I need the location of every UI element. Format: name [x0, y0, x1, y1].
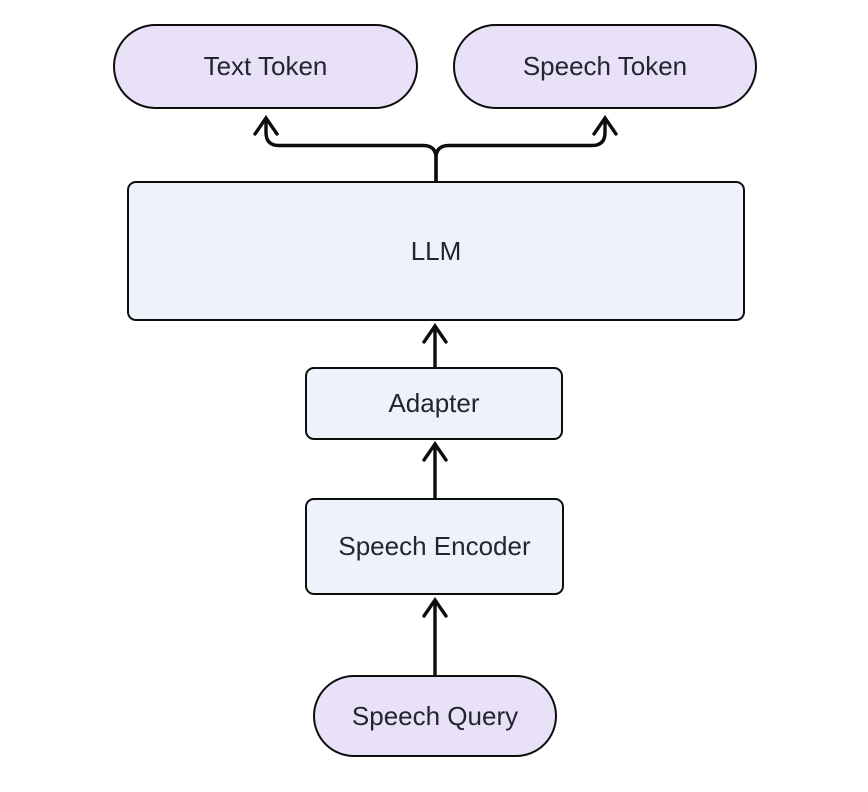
node-speech-token-label: Speech Token: [522, 51, 688, 81]
node-speech-token: Speech Token: [453, 24, 757, 109]
node-speech-query: Speech Query: [313, 675, 557, 757]
node-speech-encoder-label: Speech Encoder: [338, 531, 531, 561]
node-adapter: Adapter: [305, 367, 563, 440]
node-adapter-label: Adapter: [388, 388, 480, 418]
node-text-token: Text Token: [113, 24, 418, 109]
node-speech-encoder: Speech Encoder: [305, 498, 564, 595]
arrow-llm-to-speech-token: [434, 114, 618, 184]
node-llm-label: LLM: [410, 235, 462, 266]
arrow-speech-encoder-to-adapter: [422, 440, 448, 500]
arrow-speech-query-to-speech-encoder: [422, 596, 448, 677]
node-speech-query-label: Speech Query: [351, 700, 519, 731]
arrow-llm-to-text-token: [253, 114, 438, 184]
node-text-token-label: Text Token: [203, 51, 328, 81]
node-llm: LLM: [127, 181, 745, 321]
arrow-adapter-to-llm: [422, 322, 448, 369]
